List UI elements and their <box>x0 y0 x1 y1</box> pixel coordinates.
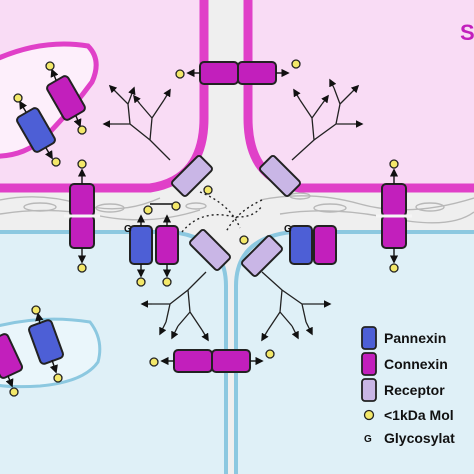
small-molecule <box>77 263 87 273</box>
lower-right-signaling-tree <box>261 271 332 342</box>
small-molecule <box>77 125 87 135</box>
glycosylation-marker: G <box>284 224 292 235</box>
legend: Pannexin Connexin Receptor <1kDa Mol G G… <box>361 326 455 446</box>
small-molecule <box>9 387 19 397</box>
legend-label-pannexin: Pannexin <box>384 330 446 346</box>
connexin-hemichannel <box>155 225 179 265</box>
small-molecule <box>143 205 153 215</box>
small-molecule <box>291 59 301 69</box>
diffusion-paths <box>181 191 263 233</box>
upper-right-cell <box>243 0 474 193</box>
small-molecule <box>45 61 55 71</box>
small-molecule <box>175 69 185 79</box>
receptor <box>189 229 231 271</box>
receptor <box>241 235 283 277</box>
glycosylation-markers: G G <box>124 224 292 235</box>
connexin-icon <box>361 352 377 376</box>
small-molecule <box>136 277 146 287</box>
legend-label-small-molecule: <1kDa Mol <box>384 407 454 423</box>
corner-label: S <box>460 20 474 45</box>
small-molecule-icon <box>363 409 375 421</box>
connexin-vesicle-lower <box>0 333 24 379</box>
small-molecule <box>171 201 181 211</box>
small-molecule <box>53 373 63 383</box>
receptors <box>171 155 301 277</box>
connexin-gap-junction-right <box>376 183 412 249</box>
small-molecule <box>149 357 159 367</box>
pannexin-vesicle-upper <box>16 107 56 153</box>
small-molecule <box>13 93 23 103</box>
small-molecule <box>162 277 172 287</box>
glycosylation-icon: G <box>364 434 372 445</box>
legend-label-connexin: Connexin <box>384 356 448 372</box>
glycosylation-marker: G <box>124 224 132 235</box>
small-molecule <box>31 305 41 315</box>
connexin-horizontal-top <box>199 61 277 85</box>
connexin-hemichannel <box>313 225 337 265</box>
pannexin-channel <box>129 225 153 265</box>
connexin-horizontal-bottom <box>173 349 251 373</box>
release-arrows <box>5 68 399 388</box>
upper-left-signaling-tree <box>102 86 171 161</box>
receptor <box>171 155 213 197</box>
small-molecule <box>51 157 61 167</box>
pannexin-icon <box>361 326 377 350</box>
pannexin-channel <box>289 225 313 265</box>
connexin-channels <box>0 61 412 379</box>
connexin-vesicle-upper <box>46 75 86 121</box>
small-molecule <box>265 349 275 359</box>
receptor-icon <box>361 378 377 402</box>
small-molecule <box>77 159 87 169</box>
receptor <box>259 155 301 197</box>
pannexin-channels <box>16 107 313 365</box>
lower-left-signaling-tree <box>140 271 209 342</box>
upper-right-signaling-tree <box>291 78 364 161</box>
small-molecule <box>239 235 249 245</box>
small-molecule <box>389 159 399 169</box>
connexin-gap-junction-left <box>64 183 100 249</box>
small-molecule <box>389 263 399 273</box>
legend-label-glycosylation: Glycosylat <box>384 430 455 446</box>
small-molecules <box>9 59 399 397</box>
small-molecule <box>203 185 213 195</box>
legend-label-receptor: Receptor <box>384 382 445 398</box>
